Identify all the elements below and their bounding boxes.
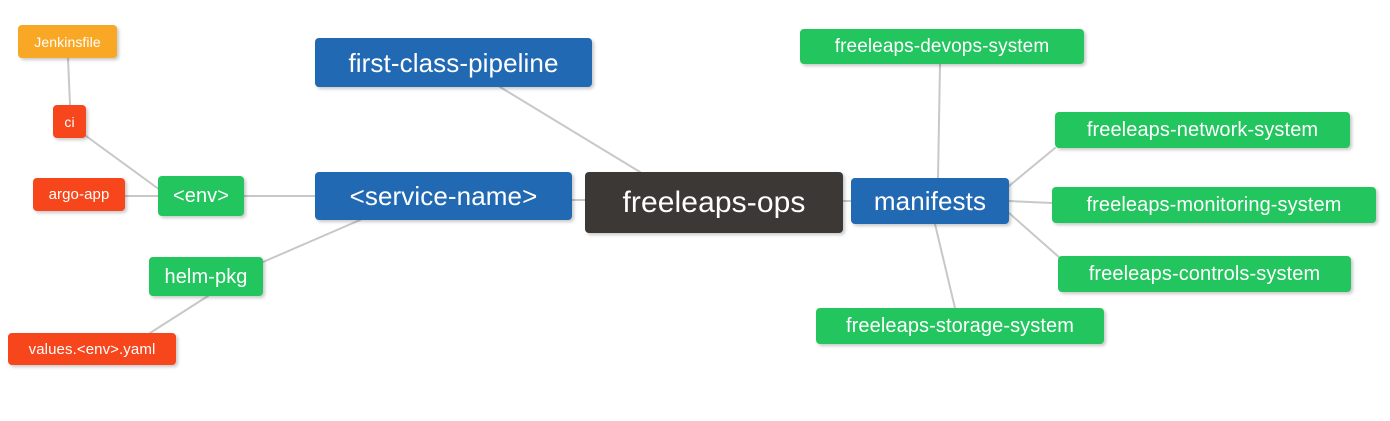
node-jenkinsfile[interactable]: Jenkinsfile bbox=[18, 25, 117, 58]
node-argo-app[interactable]: argo-app bbox=[33, 178, 125, 211]
node-ci[interactable]: ci bbox=[53, 105, 86, 138]
node-env[interactable]: <env> bbox=[158, 176, 244, 216]
edge-manifests-to-freeleaps-devops-system bbox=[937, 63, 941, 179]
node-freeleaps-devops-system[interactable]: freeleaps-devops-system bbox=[800, 29, 1084, 64]
edge-values-yaml-to-helm-pkg bbox=[149, 295, 209, 334]
edge-manifests-to-freeleaps-storage-system bbox=[934, 223, 956, 309]
node-first-class-pipeline[interactable]: first-class-pipeline bbox=[315, 38, 592, 87]
node-helm-pkg[interactable]: helm-pkg bbox=[149, 257, 263, 296]
node-freeleaps-network-system[interactable]: freeleaps-network-system bbox=[1055, 112, 1350, 148]
node-freeleaps-monitoring-system[interactable]: freeleaps-monitoring-system bbox=[1052, 187, 1376, 223]
edge-manifests-to-freeleaps-monitoring-system bbox=[1008, 200, 1053, 204]
edge-first-class-pipeline-to-freeleaps-ops bbox=[499, 86, 641, 173]
edge-helm-pkg-to-service-name bbox=[262, 219, 361, 263]
node-freeleaps-storage-system[interactable]: freeleaps-storage-system bbox=[816, 308, 1104, 344]
node-freeleaps-controls-system[interactable]: freeleaps-controls-system bbox=[1058, 256, 1351, 292]
node-values-yaml[interactable]: values.<env>.yaml bbox=[8, 333, 176, 365]
node-service-name[interactable]: <service-name> bbox=[315, 172, 572, 220]
edge-manifests-to-freeleaps-network-system bbox=[1008, 147, 1056, 187]
node-manifests[interactable]: manifests bbox=[851, 178, 1009, 224]
node-freeleaps-ops[interactable]: freeleaps-ops bbox=[585, 172, 843, 233]
edge-jenkinsfile-to-ci bbox=[67, 57, 71, 106]
